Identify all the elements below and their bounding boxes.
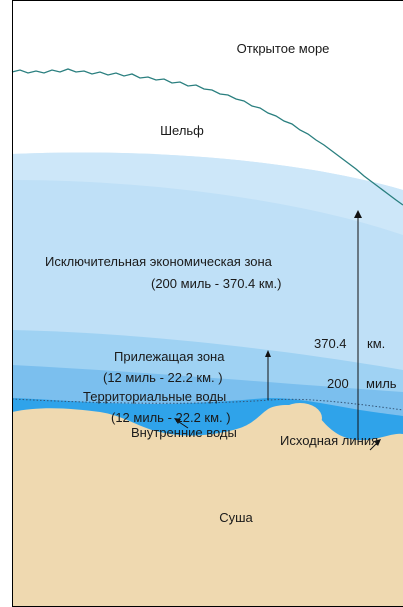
baseline-line [11, 398, 403, 411]
baseline-label: Исходная линия [280, 433, 379, 448]
baseline-pointer-head [374, 439, 381, 446]
shelf-edge-line [11, 68, 403, 206]
measurement-arrowhead [354, 210, 362, 218]
internal-waters-pointer-head [174, 418, 181, 424]
land-area [12, 405, 403, 607]
contiguous-arrowhead [265, 350, 271, 357]
territorial-title-label: Территориальные воды [83, 389, 227, 404]
eez-highlight [12, 152, 403, 235]
island [278, 403, 322, 433]
open-sea-label: Открытое море [236, 41, 330, 56]
territorial-range-label: (12 миль - 22.2 км. ) [111, 410, 231, 425]
shelf-label: Шельф [160, 123, 204, 138]
miles-unit-label: миль [366, 376, 397, 391]
eez-title-label: Исключительная экономическая зона [45, 254, 272, 269]
km-unit-label: км. [367, 336, 386, 351]
internal-waters-label: Внутренние воды [131, 425, 237, 440]
contiguous-title-label: Прилежащая зона [114, 349, 225, 364]
contiguous-range-label: (12 миль - 22.2 км. ) [103, 370, 223, 385]
eez-range-label: (200 миль - 370.4 км.) [151, 276, 282, 291]
miles-value-label: 200 [327, 376, 349, 391]
km-value-label: 370.4 [314, 336, 347, 351]
land-label: Суша [219, 510, 253, 525]
